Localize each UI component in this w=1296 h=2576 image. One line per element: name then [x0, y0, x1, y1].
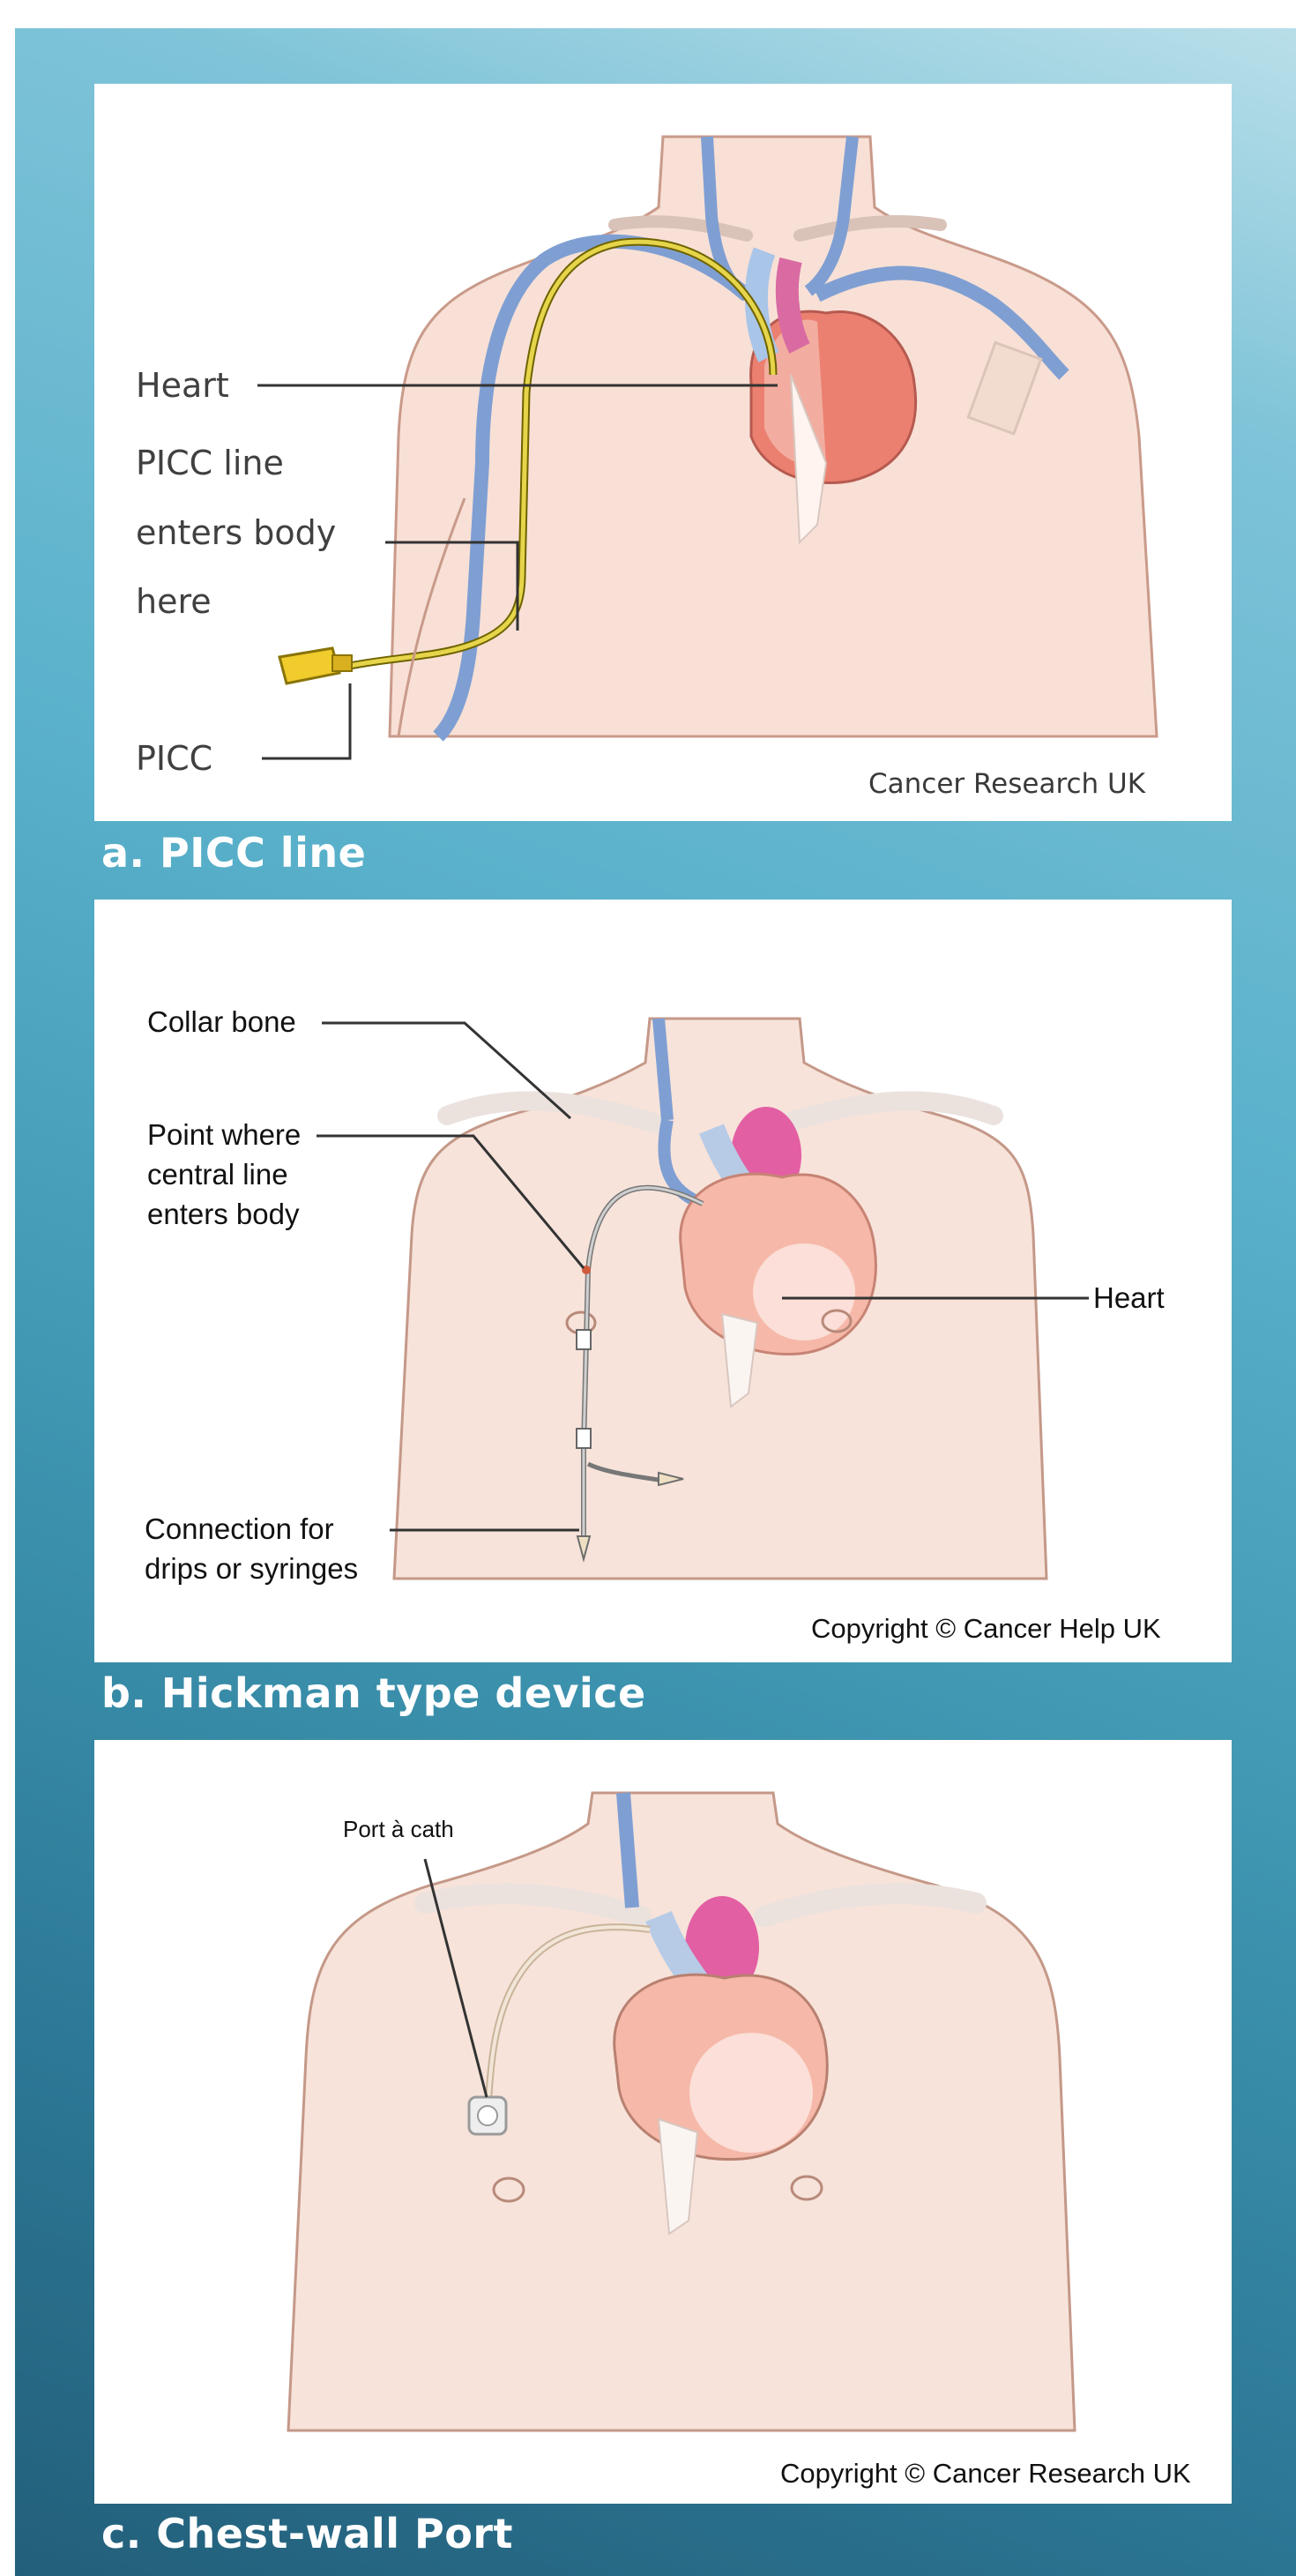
label-point-where-1: Point where: [147, 1118, 301, 1151]
label-point-where-3: enters body: [147, 1198, 300, 1230]
picc-hub: [279, 648, 339, 683]
picc-line-illustration: Heart PICC line enters body here PICC Ca…: [94, 84, 1232, 821]
credit-text: Copyright © Cancer Research UK: [780, 2458, 1191, 2489]
label-picc-line-2: enters body: [136, 513, 336, 552]
label-port-a-cath: Port à cath: [343, 1816, 454, 1842]
label-collar-bone: Collar bone: [147, 1005, 296, 1038]
caption-hickman: b. Hickman type device: [101, 1669, 646, 1717]
caption-chest-wall-port: c. Chest-wall Port: [101, 2510, 513, 2557]
jugular-vein: [659, 1019, 667, 1120]
line-clamp-upper: [577, 1330, 591, 1349]
credit-text: Copyright © Cancer Help UK: [811, 1613, 1161, 1644]
port-septum: [478, 2106, 497, 2125]
jugular-vein: [623, 1793, 632, 1908]
line-clamp-lower: [577, 1429, 591, 1448]
label-point-where-2: central line: [147, 1158, 288, 1191]
chest-wall-port-illustration: Port à cath Copyright © Cancer Research …: [94, 1740, 1232, 2504]
picc-connector: [332, 655, 352, 671]
credit-text: Cancer Research UK: [868, 768, 1146, 800]
picc-line-panel: Heart PICC line enters body here PICC Ca…: [94, 84, 1232, 821]
label-picc-line-3: here: [136, 582, 212, 621]
label-connection-2: drips or syringes: [145, 1552, 358, 1585]
label-picc-line-1: PICC line: [136, 444, 284, 482]
label-heart: Heart: [136, 366, 229, 405]
heart-highlight: [689, 2033, 813, 2153]
aorta: [787, 260, 800, 348]
picc-leader-line: [262, 683, 350, 758]
hickman-illustration: Collar bone Point where central line ent…: [94, 900, 1232, 1662]
label-connection-1: Connection for: [145, 1512, 334, 1545]
label-heart: Heart: [1093, 1281, 1165, 1314]
heart-highlight: [753, 1243, 855, 1340]
hickman-panel: Collar bone Point where central line ent…: [94, 900, 1232, 1662]
label-picc: PICC: [136, 739, 212, 778]
chest-wall-port-panel: Port à cath Copyright © Cancer Research …: [94, 1740, 1232, 2504]
caption-picc-line: a. PICC line: [101, 829, 366, 877]
